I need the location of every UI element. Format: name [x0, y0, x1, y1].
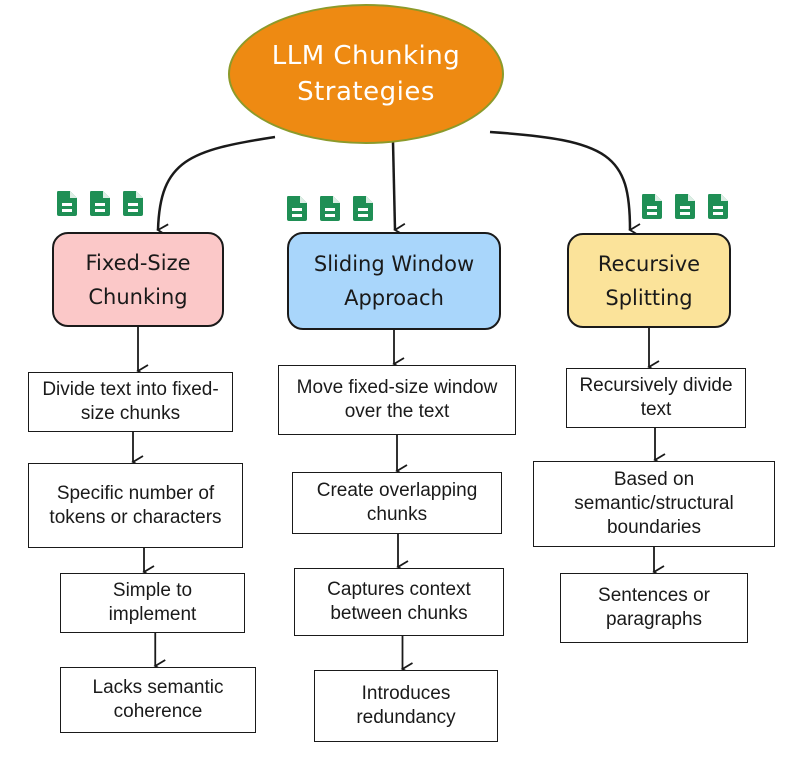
strategy-fixed-size: Fixed-Size Chunking — [52, 232, 224, 327]
root-ellipse — [228, 4, 504, 144]
step-box: Divide text into fixed-size chunks — [28, 372, 233, 432]
step-box: Captures context between chunks — [294, 568, 504, 636]
step-box: Sentences or paragraphs — [560, 573, 748, 643]
step-box: Move fixed-size window over the text — [278, 365, 516, 435]
document-icon — [351, 195, 375, 222]
document-icon — [88, 190, 112, 217]
step-box: Simple to implement — [60, 573, 245, 633]
document-icon — [55, 190, 79, 217]
document-icons-sliding — [285, 195, 375, 222]
document-icons-fixed — [55, 190, 145, 217]
document-icons-recursive — [640, 193, 730, 220]
document-icon — [318, 195, 342, 222]
strategy-label: Sliding Window Approach — [313, 252, 475, 310]
strategy-recursive-splitting: Recursive Splitting — [567, 233, 731, 328]
document-icon — [285, 195, 309, 222]
strategy-label: Recursive Splitting — [597, 251, 701, 310]
step-box: Based on semantic/structural boundaries — [533, 461, 775, 547]
step-box: Create overlapping chunks — [292, 472, 502, 534]
connector-root-to-fixed — [156, 135, 276, 238]
connector-root-to-sliding — [391, 141, 406, 237]
step-box: Specific number of tokens or characters — [28, 463, 243, 548]
step-box: Introduces redundancy — [314, 670, 498, 742]
document-icon — [673, 193, 697, 220]
document-icon — [640, 193, 664, 220]
root-node: LLM Chunking Strategies — [228, 4, 504, 144]
step-box: Recursively divide text — [566, 368, 746, 428]
root-title: LLM Chunking Strategies — [271, 41, 461, 107]
document-icon — [121, 190, 145, 217]
connector-root-to-recursive — [489, 130, 641, 237]
strategy-sliding-window: Sliding Window Approach — [287, 232, 501, 330]
document-icon — [706, 193, 730, 220]
strategy-label: Fixed-Size Chunking — [85, 250, 191, 309]
step-box: Lacks semantic coherence — [60, 667, 256, 733]
